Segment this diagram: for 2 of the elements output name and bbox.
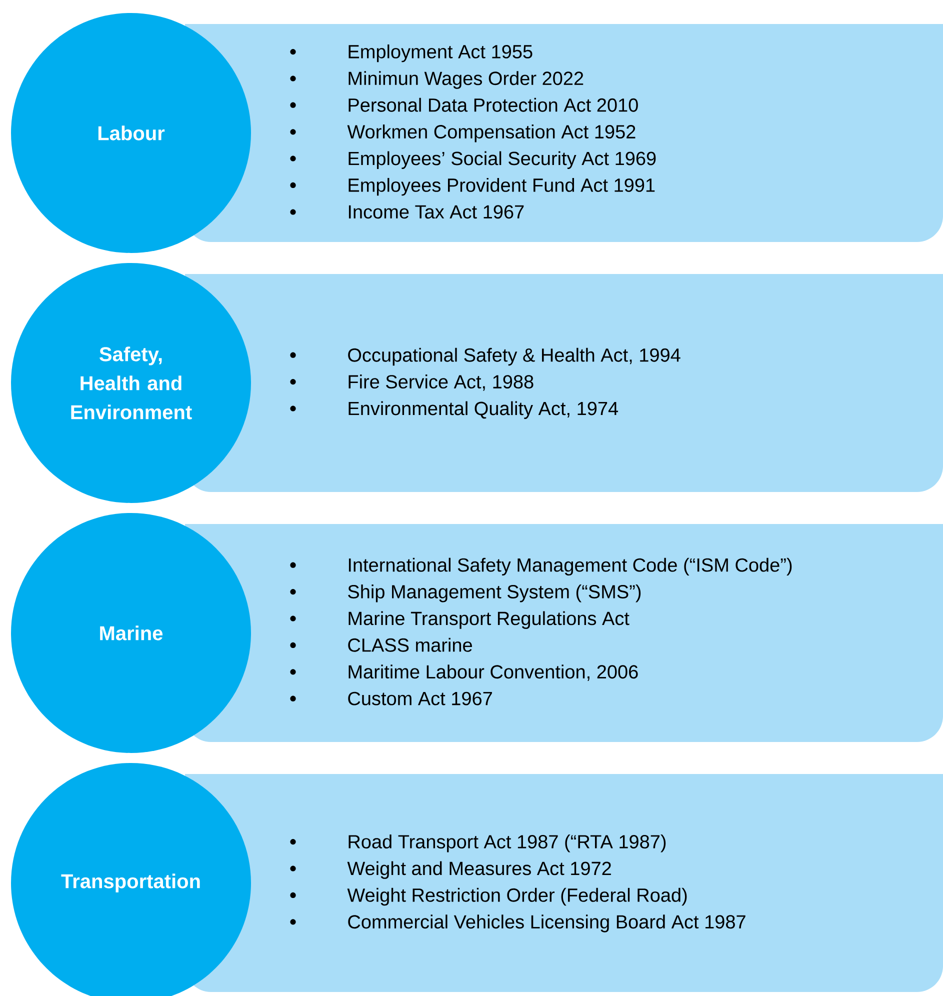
list-band: International Safety Management Code (“ISM Code”) Ship Management System (“SMS”) Marine Transport Regulations Act CLASS marine Maritime Labour Convention, 2006 Custom Act 1967 <box>185 524 943 742</box>
list-band: Employment Act 1955 Minimun Wages Order 2022 Personal Data Protection Act 2010 Workmen Compensation Act 1952 Employees’ Social Security Act 1969 Employees Provident Fund Act 1991 Income Tax Act 1967 <box>185 24 943 242</box>
